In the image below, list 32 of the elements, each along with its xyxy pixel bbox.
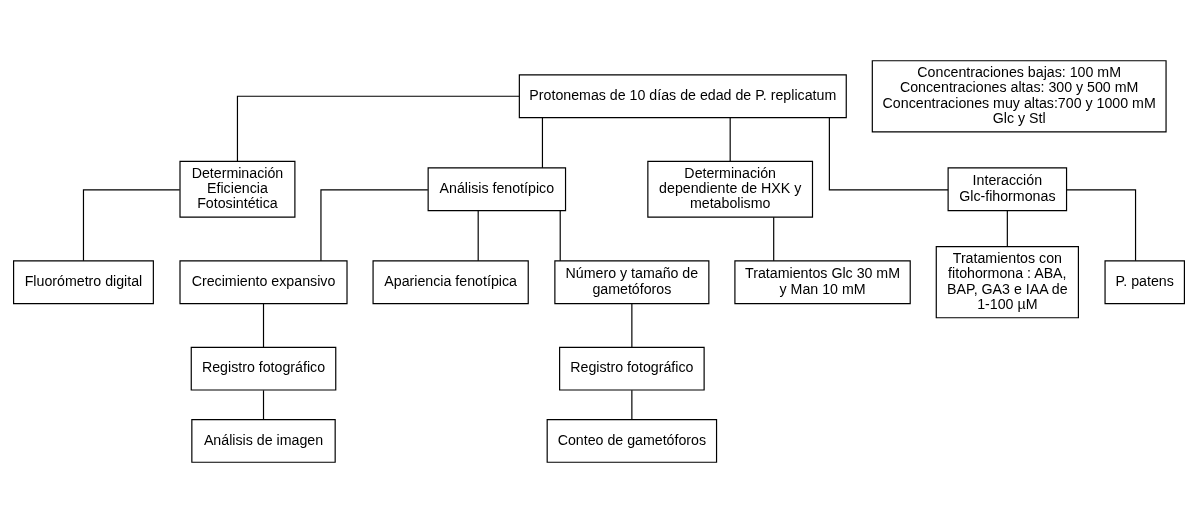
node-box: Protonemas de 10 días de edad de P. replicatum <box>518 73 847 118</box>
node-box: Interacción Glc-fihormonas <box>947 166 1068 211</box>
node-box: Registro fotográfico <box>559 346 705 391</box>
node-box: Número y tamaño de gametóforos <box>554 259 710 304</box>
connector <box>82 188 181 261</box>
node-box: Tratamientos con fitohormona : ABA, BAP, GA3 e IAA de 1-100 µM <box>935 245 1079 318</box>
connector <box>828 116 949 190</box>
connector <box>1066 188 1137 261</box>
node-box: Conteo de gametóforos <box>546 418 718 463</box>
connector <box>631 389 633 420</box>
connector <box>541 116 544 168</box>
node-box: Crecimiento expansivo <box>179 259 348 304</box>
node-box: Tratamientos Glc 30 mM y Man 10 mM <box>734 259 911 304</box>
connector <box>729 116 731 162</box>
connector <box>262 302 265 348</box>
node-box: Concentraciones bajas: 100 mM Concentraciones altas: 300 y 500 mM Concentraciones muy altas:700 y 1000 mM Glc y Stl <box>871 59 1167 132</box>
node-box: Análisis de imagen <box>191 418 336 463</box>
node-box: Determinación Eficiencia Fotosintética <box>179 160 296 218</box>
connector <box>320 188 429 261</box>
connector <box>631 302 633 348</box>
node-box: Determinación dependiente de HXK y metabolismo <box>647 160 814 218</box>
connector <box>559 209 561 261</box>
connector <box>477 209 479 261</box>
node-box: Fluorómetro digital <box>13 259 154 304</box>
connector <box>773 216 775 261</box>
node-box: Apariencia fenotípica <box>372 259 529 304</box>
connector <box>236 95 520 162</box>
node-box: P. patens <box>1104 259 1185 304</box>
node-box: Registro fotográfico <box>190 346 337 391</box>
connector <box>1006 209 1008 247</box>
node-box: Análisis fenotípico <box>427 166 567 211</box>
connector <box>262 389 265 420</box>
